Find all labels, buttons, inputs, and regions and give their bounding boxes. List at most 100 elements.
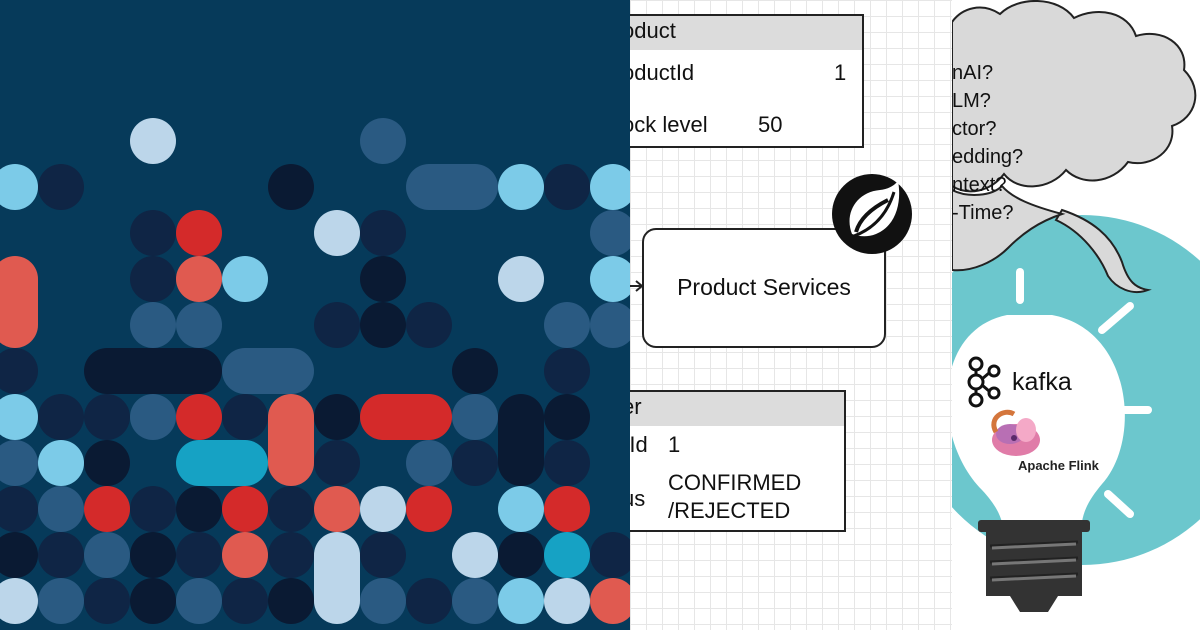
order-id-label: rId [630,432,648,457]
kafka-label: kafka [1012,368,1072,396]
status-value-alt: /REJECTED [668,498,791,523]
art-dot [268,486,314,532]
art-dot [498,256,544,302]
art-dot [314,394,360,440]
art-dot [222,578,268,624]
art-dot [452,532,498,578]
art-dot [130,302,176,348]
art-dot [544,164,590,210]
art-dot [590,210,630,256]
art-dot [590,256,630,302]
art-dot [222,348,314,394]
diagram-panel: oduct oductId 1 ock level 50 Product Ser… [630,0,952,630]
art-dot [544,440,590,486]
order-entity-title: er [630,392,844,426]
art-dot [268,164,314,210]
art-dot [268,532,314,578]
kafka-icon [967,356,1001,408]
art-dot [0,578,38,624]
art-dot [406,164,498,210]
question-line-5: ntext? [952,174,1007,196]
art-dot [38,440,84,486]
dot-art-panel [0,0,630,630]
art-dot [84,578,130,624]
product-services-node: Product Services [642,228,886,348]
art-dot [544,578,590,624]
art-dot [360,118,406,164]
art-dot [360,302,406,348]
question-line-3: ctor? [952,118,997,140]
art-dot [222,256,268,302]
art-dot [176,256,222,302]
order-id-value: 1 [668,432,681,457]
art-dot [176,532,222,578]
art-dot [314,210,360,256]
art-dot [314,302,360,348]
art-dot [222,486,268,532]
product-id-value: 1 [834,60,847,85]
art-dot [268,394,314,486]
art-dot [544,532,590,578]
art-dot [452,348,498,394]
art-dot [360,486,406,532]
art-dot [314,532,360,624]
art-dot [38,486,84,532]
art-dot [176,486,222,532]
art-dot [268,578,314,624]
art-dot [544,348,590,394]
art-dot [0,394,38,440]
art-dot [498,532,544,578]
product-entity: oduct oductId 1 ock level 50 [630,14,864,148]
art-dot [406,440,452,486]
art-dot [590,578,630,624]
thought-cloud [952,0,1197,193]
art-dot [222,532,268,578]
art-dot [360,532,406,578]
art-dot [590,302,630,348]
art-dot [130,118,176,164]
status-value: CONFIRMED [668,470,802,495]
dot-art [0,118,630,624]
art-dot [84,486,130,532]
art-dot [84,348,222,394]
art-dot [544,394,590,440]
art-dot [0,532,38,578]
flink-squirrel-icon [991,409,1040,456]
art-dot [130,256,176,302]
art-dot [0,440,38,486]
art-dot [590,532,630,578]
art-dot [176,394,222,440]
art-dot [544,486,590,532]
art-dot [176,210,222,256]
art-dot [406,486,452,532]
art-dot [38,578,84,624]
spring-leaf-icon [832,174,912,254]
art-dot [0,486,38,532]
art-dot [176,578,222,624]
question-line-4: edding? [952,146,1024,168]
art-dot [38,532,84,578]
order-entity: er rId 1 us CONFIRMED /REJECTED [630,390,846,532]
art-dot [498,486,544,532]
art-dot [498,578,544,624]
art-dot [176,302,222,348]
art-dot [84,394,130,440]
art-dot [406,578,452,624]
art-dot [452,394,498,440]
art-dot [84,532,130,578]
art-dot [452,578,498,624]
status-label: us [630,486,646,511]
art-dot [130,210,176,256]
art-dot [130,394,176,440]
bulb-panel: nAI? LM? ctor? edding? ntext? -Time? [952,0,1200,630]
art-dot [38,394,84,440]
art-dot [130,486,176,532]
art-dot [130,578,176,624]
art-dot [498,394,544,486]
art-dot [0,256,38,348]
art-dot [314,486,360,532]
art-dot [360,210,406,256]
question-line-1: nAI? [952,62,994,84]
product-id-label: oductId [630,60,695,85]
art-dot [222,394,268,440]
